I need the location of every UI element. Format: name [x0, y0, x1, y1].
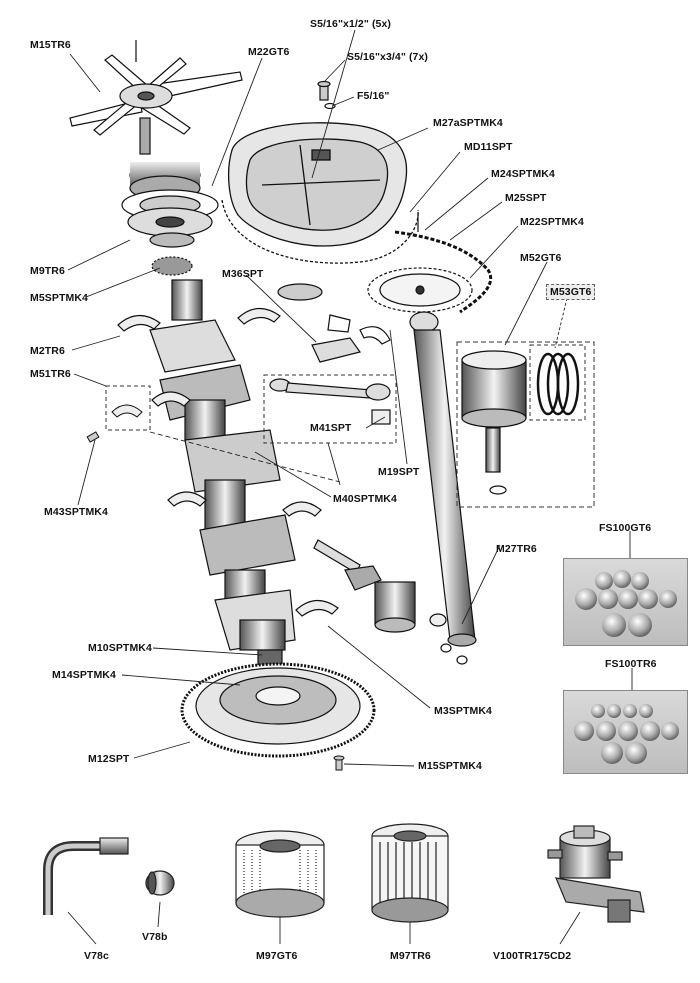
label-v78c[interactable]: V78c: [84, 950, 109, 962]
label-m10sptmk4[interactable]: M10SPTMK4: [88, 642, 152, 654]
core-plugs-fs100tr6-photo: [563, 690, 688, 774]
label-m15sptmk4[interactable]: M15SPTMK4: [418, 760, 482, 772]
bolt-m43sptmk4-illustration: [86, 431, 100, 443]
piston-rings-illustration: [536, 352, 580, 416]
m51tr6-shell: [111, 404, 143, 418]
label-m41spt[interactable]: M41SPT: [310, 422, 352, 434]
piston-group-box: [456, 341, 595, 508]
conrod-group-box: [263, 374, 397, 444]
label-md11spt[interactable]: MD11SPT: [464, 141, 513, 153]
timing-cover-illustration: [221, 122, 419, 264]
m51tr6-group-box: [105, 385, 151, 431]
bearing-shells-illustration: [117, 307, 339, 617]
label-m51tr6[interactable]: M51TR6: [30, 368, 71, 380]
label-m43sptmk4[interactable]: M43SPTMK4: [44, 506, 108, 518]
crankshaft-illustration: [149, 279, 296, 671]
label-m40sptmk4[interactable]: M40SPTMK4: [333, 493, 397, 505]
bolt-m15sptmk4-illustration: [333, 755, 345, 771]
label-m5sptmk4[interactable]: M5SPTMK4: [30, 292, 88, 304]
label-m19spt[interactable]: M19SPT: [378, 466, 420, 478]
label-m36spt[interactable]: M36SPT: [222, 268, 264, 280]
oil-pump-illustration: [313, 539, 468, 665]
camshaft-illustration: [409, 311, 477, 647]
label-m24sptmk4[interactable]: M24SPTMK4: [491, 168, 555, 180]
oil-seal-illustration: [277, 283, 323, 301]
label-m2tr6[interactable]: M2TR6: [30, 345, 65, 357]
filter-m97gt6-illustration: [235, 830, 325, 918]
label-v100tr175cd2[interactable]: V100TR175CD2: [493, 950, 572, 962]
leader-lines: [67, 29, 633, 945]
fan-illustration: [69, 40, 243, 155]
label-fs100tr6[interactable]: FS100TR6: [605, 658, 657, 670]
label-f5-16[interactable]: F5/16": [357, 90, 390, 102]
pipe-v78c-illustration: [43, 837, 129, 915]
label-m97gt6[interactable]: M97GT6: [256, 950, 298, 962]
label-m27asptmk4[interactable]: M27aSPTMK4: [433, 117, 503, 129]
label-m22sptmk4[interactable]: M22SPTMK4: [520, 216, 584, 228]
label-m97tr6[interactable]: M97TR6: [390, 950, 431, 962]
label-m9tr6[interactable]: M9TR6: [30, 265, 65, 277]
flywheel-illustration: [180, 662, 376, 758]
label-s5-16x3-4[interactable]: S5/16"x3/4" (7x): [347, 51, 429, 63]
rings-group-box: [529, 344, 586, 421]
piston-illustration: [461, 350, 527, 495]
olive-v78b-illustration: [145, 870, 175, 896]
label-m14sptmk4[interactable]: M14SPTMK4: [52, 669, 116, 681]
m36spt-illustration: [311, 314, 391, 363]
label-m27tr6[interactable]: M27TR6: [496, 543, 537, 555]
label-fs100gt6[interactable]: FS100GT6: [599, 522, 652, 534]
timing-chain-illustration: [367, 230, 493, 314]
label-m15tr6[interactable]: M15TR6: [30, 39, 71, 51]
core-plugs-gt6-image: [575, 570, 677, 637]
label-s5-16x1-2[interactable]: S5/16"x1/2" (5x): [310, 18, 392, 30]
core-plugs-fs100gt6-photo: [563, 558, 688, 646]
label-v78b[interactable]: V78b: [142, 931, 168, 943]
fuel-pump-illustration: [547, 825, 645, 923]
pulley-illustration: [121, 162, 219, 276]
label-m12spt[interactable]: M12SPT: [88, 753, 130, 765]
filter-m97tr6-illustration: [371, 823, 449, 923]
conrod-illustration: [269, 378, 391, 425]
label-m22gt6[interactable]: M22GT6: [248, 46, 290, 58]
label-m53gt6[interactable]: M53GT6: [546, 284, 596, 300]
core-plugs-tr6-image: [574, 704, 679, 764]
label-m25spt[interactable]: M25SPT: [505, 192, 547, 204]
label-m52gt6[interactable]: M52GT6: [520, 252, 562, 264]
label-m3sptmk4[interactable]: M3SPTMK4: [434, 705, 492, 717]
